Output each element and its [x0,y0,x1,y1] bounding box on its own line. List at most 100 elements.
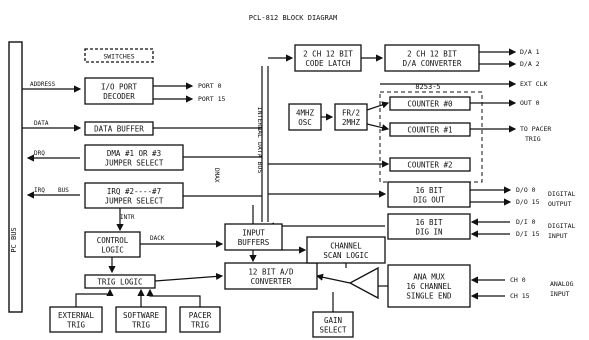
pacer-trig-label-1: TRIG [525,135,541,143]
analog-mux-block-label-0: ANA MUX [413,273,445,282]
digital-out-block-label-0: 16 BIT [415,186,443,195]
counter0-block-label-0: COUNTER #0 [407,100,453,109]
control-logic-block-label-0: CONTROL [97,236,129,245]
dmax-label: DMAX [213,168,220,183]
digital-out-block-label-1: DIG OUT [413,195,445,204]
intr-signal-label: INTR [120,214,135,221]
external-trig-block-label-1: TRIG [67,320,86,329]
di15-port-label: D/I 15 [516,230,540,238]
trig-logic-block: TRIG LOGIC [84,274,156,289]
io-port-decoder-block-label-0: I/O PORT [101,82,138,91]
software-trig-block-label-1: TRIG [132,320,151,329]
analog-mux-block-label-1: 16 CHANNEL [406,282,452,291]
digital-in-block-label-1: DIG IN [415,227,442,236]
counter2-block-label-0: COUNTER #2 [407,161,452,170]
switches-block: SWITCHES [84,48,154,63]
pga-amplifier [348,266,379,300]
ch15-port-label: CH 15 [510,292,530,300]
counter1-block-label-0: COUNTER #1 [407,126,452,135]
irq-signal-label: IRQ [34,187,45,194]
gain-select-block-label-1: SELECT [319,325,347,334]
channel-scan-logic-block-label-0: CHANNEL [330,241,362,250]
ext-clk-label: EXT CLK [520,80,547,88]
pc-bus [8,41,23,313]
dma-jumper-select-block-label-0: DMA #1 OR #3 [107,149,161,158]
counter-chip-label: 8253-5 [415,83,440,91]
ch0-port-label: CH 0 [510,276,526,284]
adc-block-label-0: 12 BIT A/D [248,267,294,276]
analog-input-label-0: ANALOG [550,280,574,288]
freq-divider-block-label-0: FR/2 [342,108,360,117]
oscillator-block-label-1: OSC [298,118,312,127]
diagram-title: PCL-812 BLOCK DIAGRAM [249,14,338,22]
dma-jumper-select-block-label-1: JUMPER SELECT [105,158,164,167]
digital-output-label-1: OUTPUT [548,200,572,208]
port15-label: PORT 15 [198,95,225,103]
pacer-trig-block-label-0: PACER [189,311,212,320]
digital-in-block-label-0: 16 BIT [415,218,443,227]
dac-code-latch-block-label-1: CODE LATCH [305,59,351,68]
counter0-block: COUNTER #0 [389,96,471,111]
counter1-block: COUNTER #1 [389,122,471,137]
software-trig-block-label-0: SOFTWARE [123,311,160,320]
freq-divider-block-label-1: 2MHZ [342,118,361,127]
pacer-trig-label-0: TO PACER [520,125,551,133]
digital-input-label-0: DIGITAL [548,222,575,230]
dac-converter-block-label-1: D/A CONVERTER [403,59,462,68]
irq-jumper-select-block-label-0: IRQ #2----#7 [107,187,161,196]
input-buffers-block-label-1: BUFFERS [238,238,270,247]
external-trig-block-label-0: EXTERNAL [58,311,95,320]
counter-chip-outline [379,91,483,183]
trig-logic-block-label-0: TRIG LOGIC [97,278,142,287]
gain-select-block-label-0: GAIN [324,316,342,325]
internal-data-bus-label: INTERNAL DATA BUS [256,107,264,174]
data-buffer-block-label-0: DATA BUFFER [94,125,144,134]
bus-tag-label: BUS [58,187,69,194]
switches-block-label-0: SWITCHES [103,53,134,61]
irq-jumper-select-block-label-1: JUMPER SELECT [105,196,164,205]
digital-input-label-1: INPUT [548,232,568,240]
do0-port-label: D/O 0 [516,186,536,194]
input-buffers-block-label-0: INPUT [242,228,265,237]
io-port-decoder-block-label-1: DECODER [103,92,135,101]
port0-label: PORT 0 [198,82,222,90]
analog-input-label-1: INPUT [550,290,570,298]
digital-output-label-0: DIGITAL [548,190,575,198]
adc-block-label-1: CONVERTER [251,277,292,286]
oscillator-block-label-0: 4MHZ [296,108,315,117]
di0-port-label: D/I 0 [516,218,536,226]
data-signal-label: DATA [34,120,49,127]
analog-mux-block-label-2: SINGLE END [406,292,452,301]
pc-bus-label: PC BUS [10,227,18,252]
counter2-block: COUNTER #2 [389,157,471,172]
da2-port-label: D/A 2 [520,60,540,68]
drq-signal-label: DRQ [34,150,45,157]
channel-scan-logic-block-label-1: SCAN LOGIC [323,251,368,260]
pacer-trig-block-label-1: TRIG [191,320,210,329]
control-logic-block-label-1: LOGIC [101,245,124,254]
out0-port-label: OUT 0 [520,99,540,107]
data-buffer-block: DATA BUFFER [84,121,154,136]
address-signal-label: ADDRESS [30,81,56,88]
da1-port-label: D/A 1 [520,48,540,56]
dac-converter-block-label-0: 2 CH 12 BIT [407,49,457,58]
